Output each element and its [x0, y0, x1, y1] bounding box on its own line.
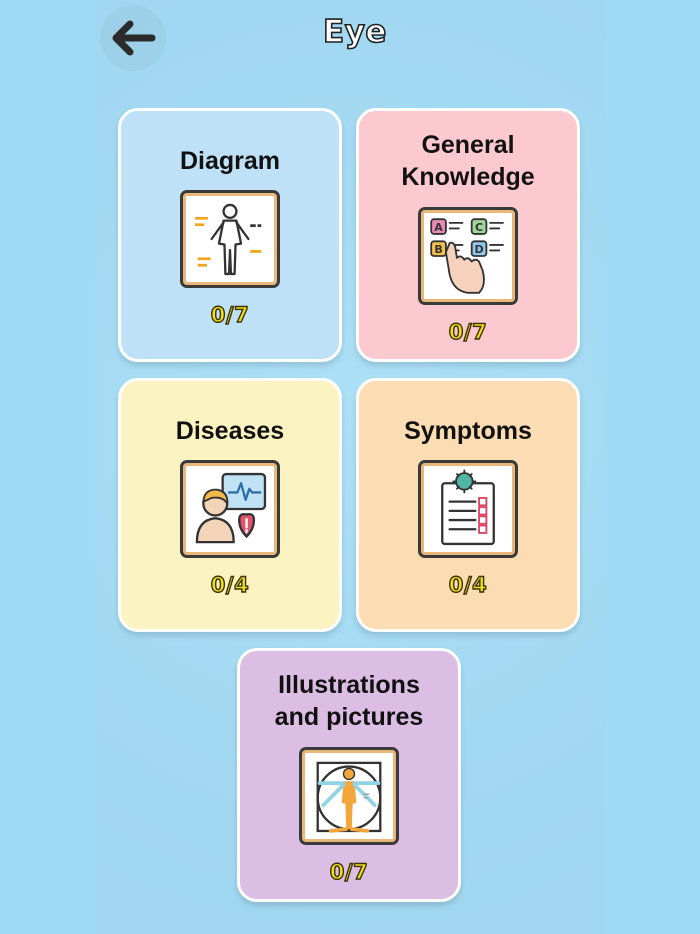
patient-monitor-icon	[180, 460, 280, 558]
left-margin	[0, 0, 95, 934]
right-margin	[605, 0, 700, 934]
svg-text:C: C	[475, 221, 483, 234]
page-title: Eye	[322, 13, 387, 51]
progress-counter: 0/4	[210, 572, 250, 597]
svg-text:B: B	[434, 243, 442, 256]
vitruvian-man-icon	[299, 747, 399, 845]
arrow-left-icon	[112, 20, 156, 56]
progress-counter: 0/7	[448, 319, 488, 344]
card-title: Illustrations and pictures	[274, 671, 424, 731]
back-button[interactable]	[100, 5, 166, 71]
card-title: Symptoms	[404, 417, 532, 445]
category-card-diseases[interactable]: Diseases 0/4	[118, 378, 342, 632]
category-card-general-knowledge[interactable]: General Knowledge A C B D 0/7	[356, 108, 580, 362]
svg-text:D: D	[474, 243, 483, 256]
human-body-diagram-icon	[180, 190, 280, 288]
card-title: Diseases	[175, 417, 285, 445]
category-card-symptoms[interactable]: Symptoms 0/4	[356, 378, 580, 632]
symptom-checklist-icon	[418, 460, 518, 558]
quiz-abcd-icon: A C B D	[418, 207, 518, 305]
progress-counter: 0/7	[210, 302, 250, 327]
progress-counter: 0/7	[329, 859, 369, 884]
svg-text:A: A	[434, 221, 443, 234]
card-title: General Knowledge	[401, 131, 535, 191]
category-card-illustrations-and-pictures[interactable]: Illustrations and pictures 0/7	[237, 648, 461, 902]
category-card-diagram[interactable]: Diagram 0/7	[118, 108, 342, 362]
progress-counter: 0/4	[448, 572, 488, 597]
card-title: Diagram	[179, 147, 281, 175]
